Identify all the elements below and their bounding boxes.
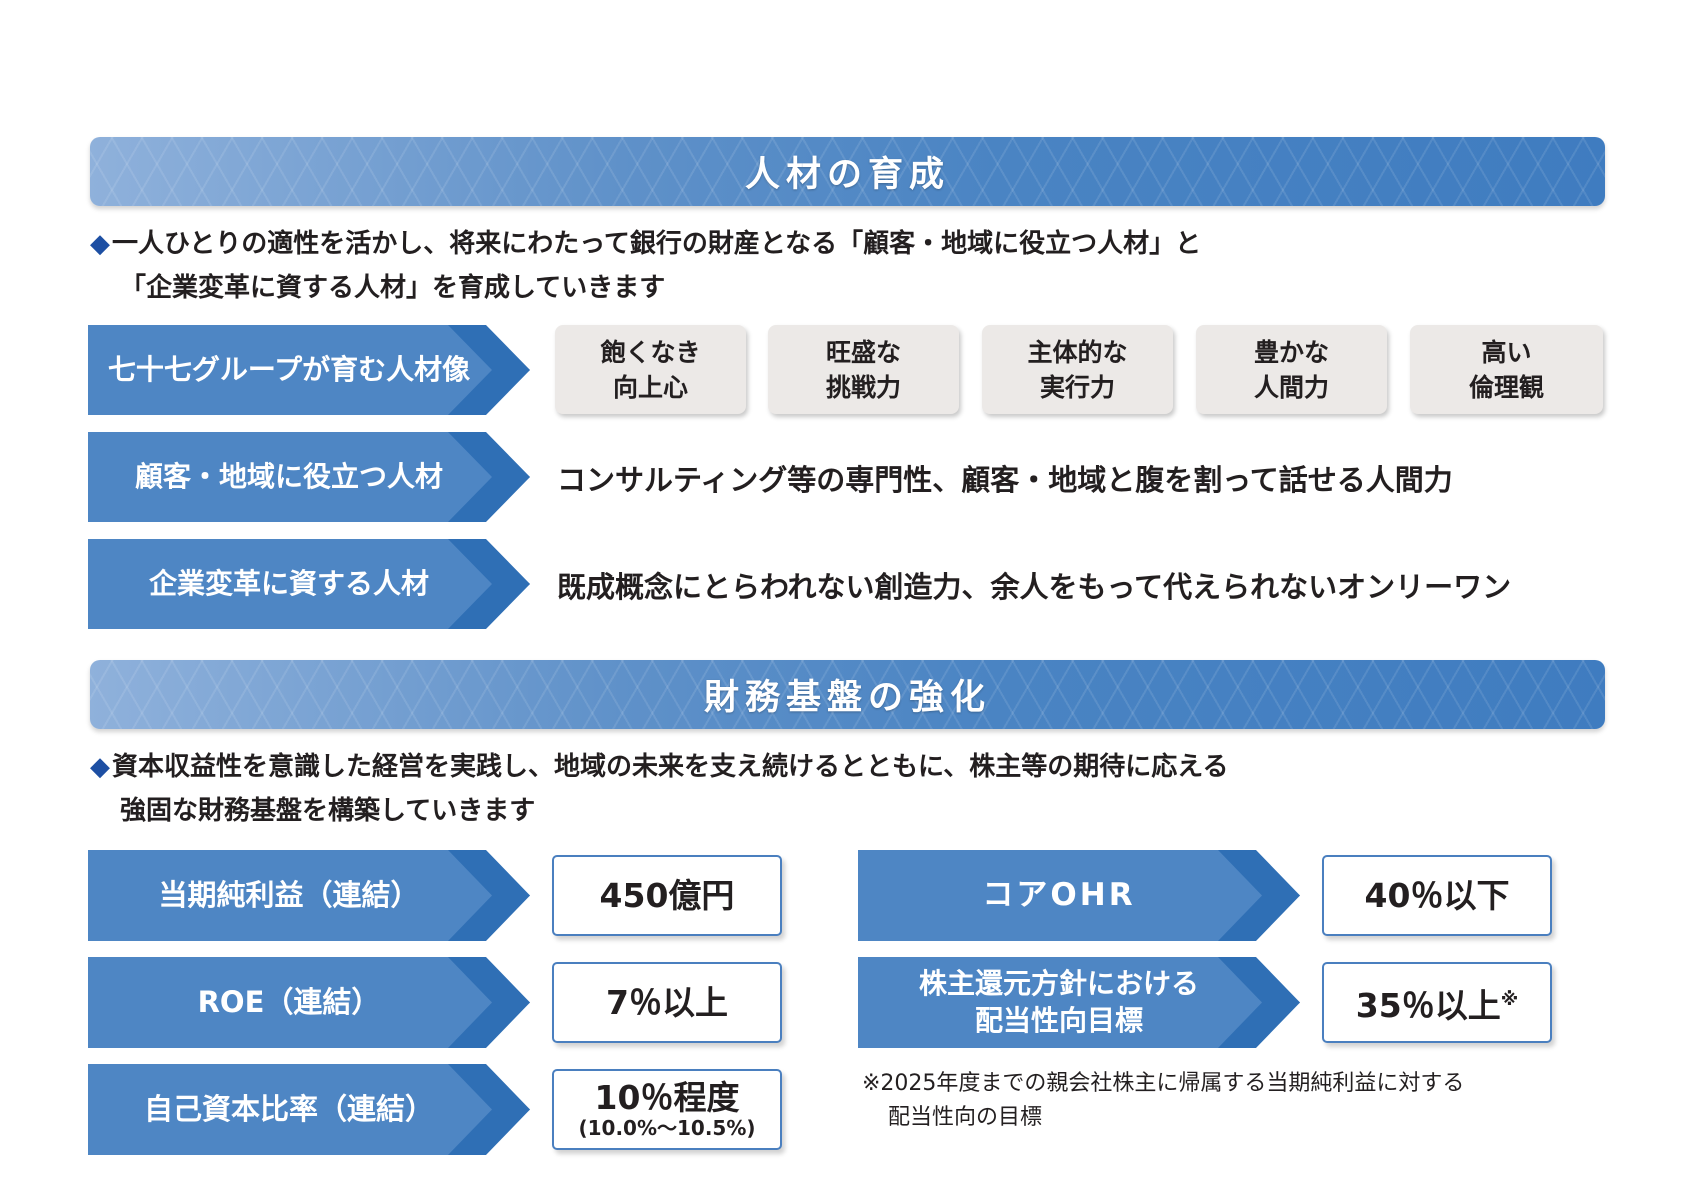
footnote-line-1: ※2025年度までの親会社株主に帰属する当期純利益に対する bbox=[862, 1071, 1465, 1096]
arrow-shape bbox=[858, 957, 1300, 1048]
talent-description: コンサルティング等の専門性、顧客・地域と腹を割って話せる人間力 bbox=[557, 463, 1453, 497]
arrow-label-text: 企業変革に資する人材 bbox=[148, 566, 429, 600]
section-header-finance: 財務基盤の強化 bbox=[90, 660, 1605, 729]
arrow-shape bbox=[88, 850, 530, 941]
arrow-label-net-income: 当期純利益（連結） bbox=[88, 850, 530, 941]
target-value-box: 7％以上 bbox=[552, 962, 782, 1043]
trait-card: 高い倫理観 bbox=[1410, 325, 1603, 414]
intro-line-1: ◆一人ひとりの適性を活かし、将来にわたって銀行の財産となる「顧客・地域に役立つ人… bbox=[90, 229, 1202, 259]
section-header-hr: 人材の育成 bbox=[90, 137, 1605, 206]
arrow-shape bbox=[88, 539, 530, 629]
section-intro: ◆資本収益性を意識した経営を実践し、地域の未来を支え続けるとともに、株主等の期待… bbox=[90, 745, 1590, 833]
footnote-mark: ※ bbox=[1500, 988, 1519, 1010]
target-value-range: (10.0%〜10.5%) bbox=[578, 1115, 756, 1140]
arrow-shape bbox=[88, 1064, 530, 1155]
intro-line-2: 「企業変革に資する人材」を育成していきます bbox=[120, 273, 666, 303]
arrow-label-text: ROE（連結） bbox=[197, 984, 381, 1019]
arrow-label-text: 顧客・地域に役立つ人材 bbox=[134, 459, 443, 493]
arrow-label-roe: ROE（連結） bbox=[88, 957, 530, 1048]
diamond-bullet-icon: ◆ bbox=[90, 229, 110, 259]
arrow-label-talent-image: 七十七グループが育む人材像 bbox=[88, 325, 530, 415]
trait-card: 主体的な実行力 bbox=[982, 325, 1173, 414]
target-value-box: 35％以上※ bbox=[1322, 962, 1552, 1043]
target-value-box: 10％程度 (10.0%〜10.5%) bbox=[552, 1069, 782, 1150]
section-intro: ◆一人ひとりの適性を活かし、将来にわたって銀行の財産となる「顧客・地域に役立つ人… bbox=[90, 222, 1590, 310]
arrow-shape bbox=[88, 957, 530, 1048]
intro-line-1: ◆資本収益性を意識した経営を実践し、地域の未来を支え続けるとともに、株主等の期待… bbox=[90, 752, 1229, 782]
trait-card: 旺盛な挑戦力 bbox=[768, 325, 959, 414]
target-value: 40％以下 bbox=[1364, 875, 1510, 915]
diamond-bullet-icon: ◆ bbox=[90, 752, 110, 782]
target-value: 7％以上 bbox=[606, 982, 728, 1022]
arrow-label-capital-ratio: 自己資本比率（連結） bbox=[88, 1064, 530, 1155]
target-value-box: 450億円 bbox=[552, 855, 782, 936]
arrow-label-core-ohr: コアOHR bbox=[858, 850, 1300, 941]
target-value-box: 40％以下 bbox=[1322, 855, 1552, 936]
arrow-shape bbox=[858, 850, 1300, 941]
footnote: ※2025年度までの親会社株主に帰属する当期純利益に対する 配当性向の目標 bbox=[862, 1067, 1622, 1135]
intro-line-2: 強固な財務基盤を構築していきます bbox=[120, 796, 536, 826]
arrow-label-text: コアOHR bbox=[982, 877, 1136, 914]
arrow-shape bbox=[88, 325, 530, 415]
arrow-label-text: 自己資本比率（連結） bbox=[143, 1091, 434, 1126]
section-title: 財務基盤の強化 bbox=[703, 678, 991, 718]
talent-description: 既成概念にとらわれない創造力、余人をもって代えられないオンリーワン bbox=[557, 570, 1512, 604]
trait-card: 豊かな人間力 bbox=[1196, 325, 1387, 414]
trait-card: 飽くなき向上心 bbox=[555, 325, 746, 414]
arrow-label-payout-ratio: 株主還元方針における 配当性向目標 bbox=[858, 957, 1300, 1048]
arrow-label-transformation-talent: 企業変革に資する人材 bbox=[88, 539, 530, 629]
target-value: 450億円 bbox=[599, 875, 735, 915]
arrow-label-text: 株主還元方針における 配当性向目標 bbox=[918, 967, 1199, 1037]
target-value: 35％以上※ bbox=[1355, 985, 1519, 1025]
arrow-shape bbox=[88, 432, 530, 522]
arrow-label-customer-talent: 顧客・地域に役立つ人材 bbox=[88, 432, 530, 522]
section-title: 人材の育成 bbox=[744, 155, 950, 195]
target-value: 10％程度 bbox=[594, 1077, 740, 1117]
footnote-line-2: 配当性向の目標 bbox=[888, 1105, 1043, 1130]
arrow-label-text: 七十七グループが育む人材像 bbox=[107, 352, 471, 386]
arrow-label-text: 当期純利益（連結） bbox=[158, 877, 420, 912]
